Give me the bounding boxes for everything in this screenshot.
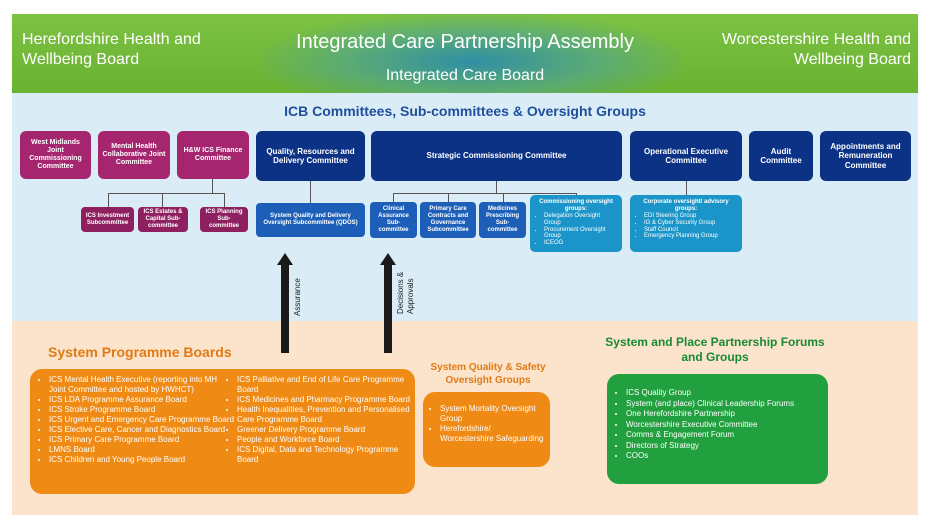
icb-title: Integrated Care Board — [385, 67, 545, 84]
programme-boards-title: System Programme Boards — [48, 344, 232, 360]
ics-estates-subcommittee: ICS Estates & Capital Sub-committee — [138, 207, 188, 232]
strategic-connector — [496, 181, 497, 193]
list-item: Delegation Oversight Group — [544, 213, 617, 227]
list-item: ICS Medicines and Pharmacy Programme Boa… — [237, 395, 419, 405]
top-band — [12, 14, 918, 93]
decisions-arrow — [384, 264, 392, 353]
icp-assembly-title: Integrated Care Partnership Assembly — [296, 31, 634, 53]
operational-executive-committee: Operational Executive Committee — [630, 131, 742, 181]
partnership-box: ICS Quality Group System (and place) Cli… — [607, 374, 828, 484]
finance-branch-1 — [108, 193, 109, 207]
list-item: ICS Digital, Data and Technology Program… — [237, 445, 419, 465]
operational-connector — [686, 181, 687, 195]
quality-connector — [310, 181, 311, 203]
partnership-title: System and Place Partnership Forums and … — [605, 335, 825, 364]
list-item: EDI Steering Group — [644, 213, 737, 220]
quality-resources-committee: Quality, Resources and Delivery Committe… — [256, 131, 365, 181]
finance-branch-line — [108, 193, 224, 194]
decisions-label-line1: Decisions & — [396, 271, 405, 314]
commissioning-oversight-groups: Commissioning oversight groups: Delegati… — [530, 195, 622, 252]
list-item: ICS Children and Young People Board — [49, 455, 235, 465]
qdos-subcommittee: System Quality and Delivery Oversight Su… — [256, 203, 365, 237]
corporate-oversight-groups: Corporate oversight/ advisory groups: ED… — [630, 195, 742, 252]
list-item: Emergency Planning Group — [644, 233, 737, 240]
audit-committee: Audit Committee — [749, 131, 813, 181]
programme-boards-box: ICS Mental Health Executive (reporting i… — [30, 369, 415, 494]
assurance-label: Assurance — [293, 278, 302, 316]
decisions-arrowhead — [380, 253, 396, 265]
strategic-commissioning-committee: Strategic Commissioning Committee — [371, 131, 622, 181]
list-item: ICS Stroke Programme Board — [49, 405, 235, 415]
center-glow — [262, 14, 682, 93]
list-item: One Herefordshire Partnership — [626, 409, 820, 420]
programme-boards-right-list: ICS Palliative and End of Life Care Prog… — [228, 375, 419, 465]
finance-branch-2 — [162, 193, 163, 207]
assurance-arrowhead — [277, 253, 293, 265]
finance-committee: H&W ICS Finance Committee — [177, 131, 249, 179]
commissioning-groups-title: Commissioning oversight groups: — [539, 199, 613, 212]
list-item: ICS Quality Group — [626, 388, 820, 399]
decisions-label-line2: Approvals — [406, 278, 415, 314]
list-item: System (and place) Clinical Leadership F… — [626, 399, 820, 410]
list-item: Comms & Engagement Forum — [626, 430, 820, 441]
finance-branch-3 — [224, 193, 225, 207]
corporate-groups-title: Corporate oversight/ advisory groups: — [643, 199, 729, 212]
quality-safety-title: System Quality & Safety Oversight Groups — [430, 362, 546, 386]
list-item: Herefordshire/ Worcestershire Safeguardi… — [440, 424, 544, 444]
list-item: ICS Primary Care Programme Board — [49, 435, 235, 445]
herefordshire-hwb-label: Herefordshire Health and Wellbeing Board — [22, 31, 201, 68]
list-item: Greener Delivery Programme Board — [237, 425, 419, 435]
list-item: LMNS Board — [49, 445, 235, 455]
strategic-branch-4 — [576, 193, 577, 196]
list-item: ICS Urgent and Emergency Care Programme … — [49, 415, 235, 425]
finance-connector — [212, 179, 213, 193]
ics-investment-subcommittee: ICS Investment Subcommittee — [81, 207, 134, 232]
list-item: ICS Palliative and End of Life Care Prog… — [237, 375, 419, 395]
list-item: ICS Elective Care, Cancer and Diagnostic… — [49, 425, 235, 435]
primary-care-contracts-subcommittee: Primary Care Contracts and Governance Su… — [420, 202, 476, 238]
quality-safety-box: System Mortality Oversight Group Herefor… — [423, 392, 550, 467]
icb-committees-title: ICB Committees, Sub-committees & Oversig… — [284, 103, 646, 119]
ics-planning-subcommittee: ICS Planning Sub-committee — [200, 207, 248, 232]
clinical-assurance-subcommittee: Clinical Assurance Sub-committee — [370, 202, 417, 238]
list-item: COOs — [626, 451, 820, 462]
list-item: Directors of Strategy — [626, 441, 820, 452]
list-item: ICS LDA Programme Assurance Board — [49, 395, 235, 405]
list-item: Health Inequalities, Prevention and Pers… — [237, 405, 419, 425]
list-item: People and Workforce Board — [237, 435, 419, 445]
strategic-branch-1 — [393, 193, 394, 202]
list-item: ICS Mental Health Executive (reporting i… — [49, 375, 235, 395]
medicines-prescribing-subcommittee: Medicines Prescribing Sub-committee — [479, 202, 526, 238]
list-item: IG & Cyber Security Group — [644, 220, 737, 227]
worcestershire-hwb-label: Worcestershire Health and Wellbeing Boar… — [721, 31, 911, 68]
wm-joint-committee: West Midlands Joint Commissioning Commit… — [20, 131, 91, 179]
decisions-label: Decisions &Approvals — [396, 272, 416, 314]
strategic-branch-2 — [448, 193, 449, 202]
appointments-remuneration-committee: Appointments and Remuneration Committee — [820, 131, 911, 181]
strategic-branch-line — [393, 193, 576, 194]
programme-boards-left-list: ICS Mental Health Executive (reporting i… — [40, 375, 235, 465]
list-item: Staff Council — [644, 227, 737, 234]
list-item: System Mortality Oversight Group — [440, 404, 544, 424]
list-item: Worcestershire Executive Committee — [626, 420, 820, 431]
assurance-arrow — [281, 264, 289, 353]
list-item: ICEOG — [544, 240, 617, 247]
strategic-branch-3 — [503, 193, 504, 202]
list-item: Procurement Oversight Group — [544, 227, 617, 241]
mh-joint-committee: Mental Health Collaborative Joint Commit… — [98, 131, 170, 179]
